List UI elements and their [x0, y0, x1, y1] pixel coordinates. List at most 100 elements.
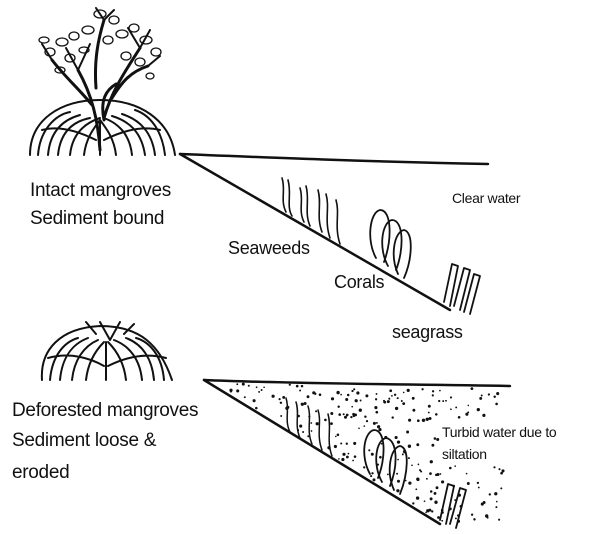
- silt-particle: [338, 458, 340, 460]
- silt-particle: [441, 511, 444, 514]
- silt-particle: [430, 497, 433, 500]
- silt-particle: [370, 475, 372, 477]
- silt-particle: [477, 408, 480, 411]
- silt-particle: [374, 406, 377, 409]
- silt-particle: [375, 398, 377, 400]
- silt-particle: [334, 445, 337, 448]
- silt-particle: [457, 520, 460, 523]
- silt-particle: [383, 400, 385, 402]
- silt-particle: [479, 397, 482, 400]
- silt-particle: [431, 444, 434, 447]
- silt-particle: [376, 393, 378, 395]
- silt-particle: [449, 467, 452, 470]
- intact-title-line1: Intact mangroves: [30, 180, 171, 202]
- silt-particle: [403, 392, 405, 394]
- deforested-title-line2: Sediment loose &: [12, 430, 156, 452]
- silt-particle: [304, 402, 307, 405]
- deforested-water-surface: [204, 380, 510, 386]
- silt-particle: [373, 478, 376, 481]
- silt-particle: [280, 402, 282, 404]
- silt-particle: [316, 422, 319, 425]
- corals-label: Corals: [334, 272, 384, 293]
- silt-particle: [346, 443, 348, 445]
- silt-particle: [314, 393, 316, 395]
- silt-particle: [417, 419, 420, 422]
- silt-particle: [450, 396, 452, 398]
- silt-particle: [441, 509, 444, 512]
- silt-particle: [485, 514, 488, 517]
- silt-particle: [229, 389, 232, 392]
- silt-particle: [337, 405, 339, 407]
- silt-particle: [498, 519, 500, 521]
- silt-particle: [450, 408, 452, 410]
- silt-particle: [366, 420, 368, 422]
- silt-particle: [442, 400, 444, 402]
- silt-particle: [493, 395, 495, 397]
- silt-particle: [471, 514, 473, 516]
- silt-particle: [453, 485, 456, 488]
- silt-particle: [408, 419, 411, 422]
- silt-particle: [338, 413, 341, 416]
- silt-particle: [299, 390, 301, 392]
- silt-particle: [495, 403, 498, 406]
- silt-particle: [405, 480, 407, 482]
- silt-particle: [279, 398, 281, 400]
- silt-particle: [373, 422, 376, 425]
- clear-water-label: Clear water: [452, 190, 520, 206]
- intact-seabed-slope: [180, 154, 450, 310]
- silt-particle: [391, 395, 393, 397]
- silt-particle: [308, 416, 310, 418]
- silt-particle: [428, 412, 430, 414]
- silt-particle: [495, 506, 497, 508]
- silt-particle: [382, 438, 384, 440]
- silt-particle: [363, 466, 365, 468]
- silt-particle: [421, 388, 423, 390]
- silt-particle: [466, 473, 468, 475]
- silt-particle: [458, 416, 461, 419]
- silt-particle: [353, 442, 356, 445]
- silt-particle: [337, 434, 340, 437]
- silt-particle: [347, 394, 350, 397]
- silt-particle: [395, 436, 398, 439]
- silt-particle: [432, 394, 434, 396]
- silt-particle: [296, 385, 299, 388]
- silt-particle: [342, 453, 345, 456]
- silt-particle: [402, 453, 404, 455]
- silt-particle: [440, 473, 442, 475]
- silt-particle: [299, 425, 302, 428]
- silt-particle: [481, 503, 484, 506]
- silt-particle: [392, 416, 394, 418]
- silt-particle: [406, 431, 409, 434]
- silt-particle: [244, 396, 246, 398]
- silt-particle: [330, 412, 333, 415]
- silt-particle: [500, 487, 502, 489]
- silt-particle: [381, 443, 383, 445]
- deforested-coral-icon: [364, 430, 407, 494]
- silt-particle: [416, 443, 419, 446]
- silt-particle: [340, 394, 342, 396]
- silt-particle: [460, 505, 463, 508]
- silt-particle: [441, 520, 443, 522]
- silt-particle: [242, 383, 245, 386]
- silt-particle: [467, 411, 469, 413]
- silt-particle: [351, 390, 353, 392]
- silt-particle: [401, 400, 403, 402]
- seagrass-label: seagrass: [392, 322, 463, 343]
- silt-particle: [253, 399, 256, 402]
- silt-particle: [407, 389, 410, 392]
- silt-particle: [360, 400, 362, 402]
- silt-particle: [412, 409, 415, 412]
- silt-particle: [263, 386, 265, 388]
- silt-particle: [500, 472, 503, 475]
- silt-particle: [236, 383, 238, 385]
- deforested-title-line1: Deforested mangroves: [12, 400, 198, 422]
- silt-particle: [408, 481, 411, 484]
- silt-particle: [473, 518, 475, 520]
- silt-particle: [307, 435, 309, 437]
- silt-particle: [345, 398, 348, 401]
- silt-particle: [431, 510, 433, 512]
- silt-particle: [330, 422, 333, 425]
- silt-particle: [411, 464, 413, 466]
- silt-particle: [282, 396, 285, 399]
- silt-particle: [437, 516, 440, 519]
